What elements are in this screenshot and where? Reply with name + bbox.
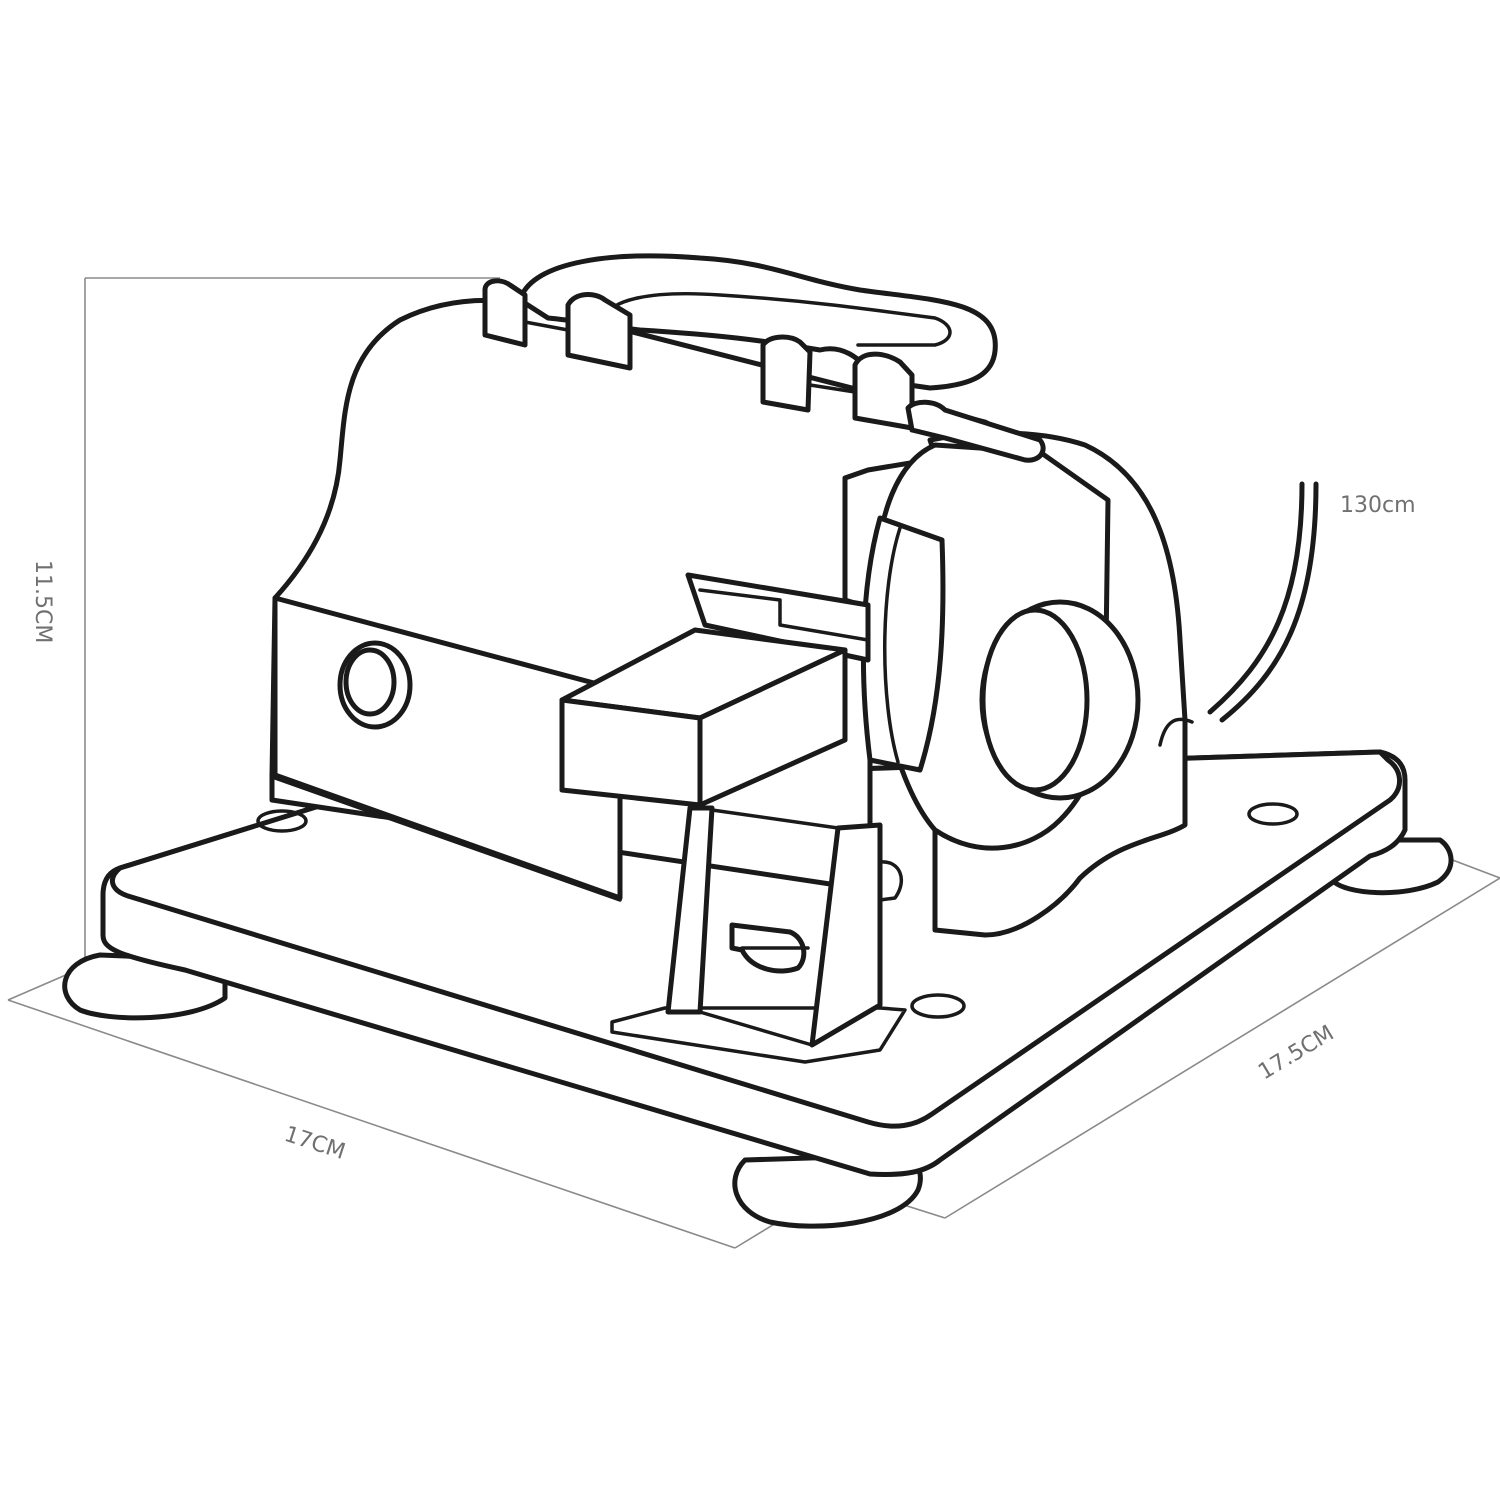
cord-line-outer [1207, 481, 1305, 715]
depth-label: 17.5CM [1254, 1021, 1338, 1085]
handle-bracket-2 [565, 292, 633, 371]
cord-line-inner [1219, 481, 1319, 723]
angle-guide [559, 572, 903, 1048]
guide-block-front [559, 697, 703, 808]
handle-inner-opening [603, 291, 952, 347]
height-label: 11.5CM [30, 560, 55, 643]
wheel-face [883, 526, 902, 764]
wheel-opening [860, 515, 946, 773]
width-dimension-line [7, 999, 736, 1249]
grinding-wheel [860, 515, 946, 773]
handle-hinge-pin-right [808, 383, 857, 394]
tool-rest-bar [685, 572, 871, 663]
mount-hole-back-left [256, 809, 308, 833]
guide-block-side [697, 647, 848, 808]
handle-hinge-pin-left [523, 320, 570, 332]
tool-rest-groove [698, 588, 870, 642]
cord-length-label: 130cm [1340, 493, 1416, 518]
depth-dimension-line [944, 877, 1500, 1219]
rear-latch [905, 399, 1046, 463]
guide-slot-frame [698, 808, 840, 1047]
mount-hole-front-right [910, 993, 966, 1019]
mount-hole-back-right [1247, 802, 1299, 826]
handle-bracket-4 [852, 351, 915, 431]
width-label: 17CM [281, 1122, 348, 1165]
power-cord [1207, 481, 1319, 723]
handle-bracket-3 [760, 334, 813, 413]
housing-panel-edge [273, 776, 622, 902]
handle-bracket-1 [482, 278, 528, 348]
power-button [343, 647, 397, 717]
guard-notch [1158, 717, 1194, 747]
carry-handle [482, 253, 1046, 463]
wheel-hub-front [980, 607, 1090, 793]
guide-side-nub [878, 860, 903, 902]
